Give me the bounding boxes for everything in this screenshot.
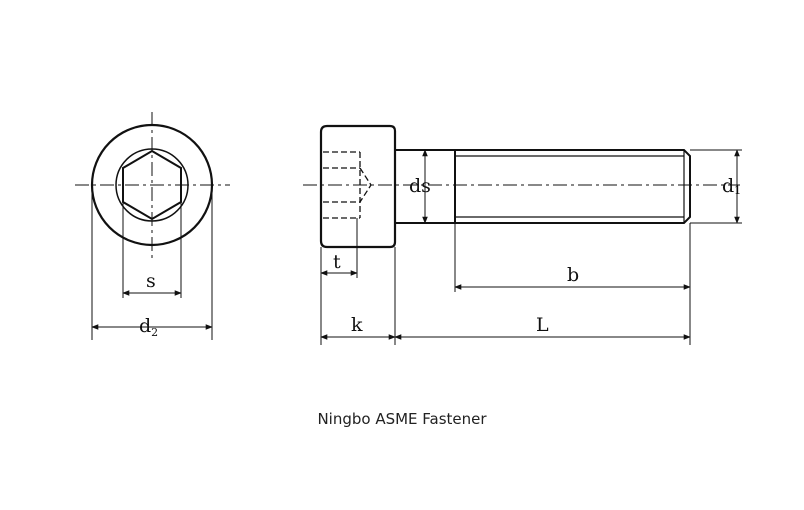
label-d1: d1 bbox=[722, 175, 741, 197]
label-t: t bbox=[333, 251, 341, 273]
end-view bbox=[75, 112, 230, 340]
caption: Ningbo ASME Fastener bbox=[317, 410, 487, 428]
label-k: k bbox=[351, 314, 363, 336]
thread-body bbox=[455, 149, 691, 224]
label-L: L bbox=[536, 314, 549, 336]
label-b: b bbox=[567, 264, 579, 286]
head-outline bbox=[319, 124, 397, 249]
label-ds: ds bbox=[409, 175, 431, 197]
label-d2: d2 bbox=[139, 315, 158, 339]
side-view bbox=[303, 124, 742, 345]
label-s: s bbox=[146, 270, 156, 292]
